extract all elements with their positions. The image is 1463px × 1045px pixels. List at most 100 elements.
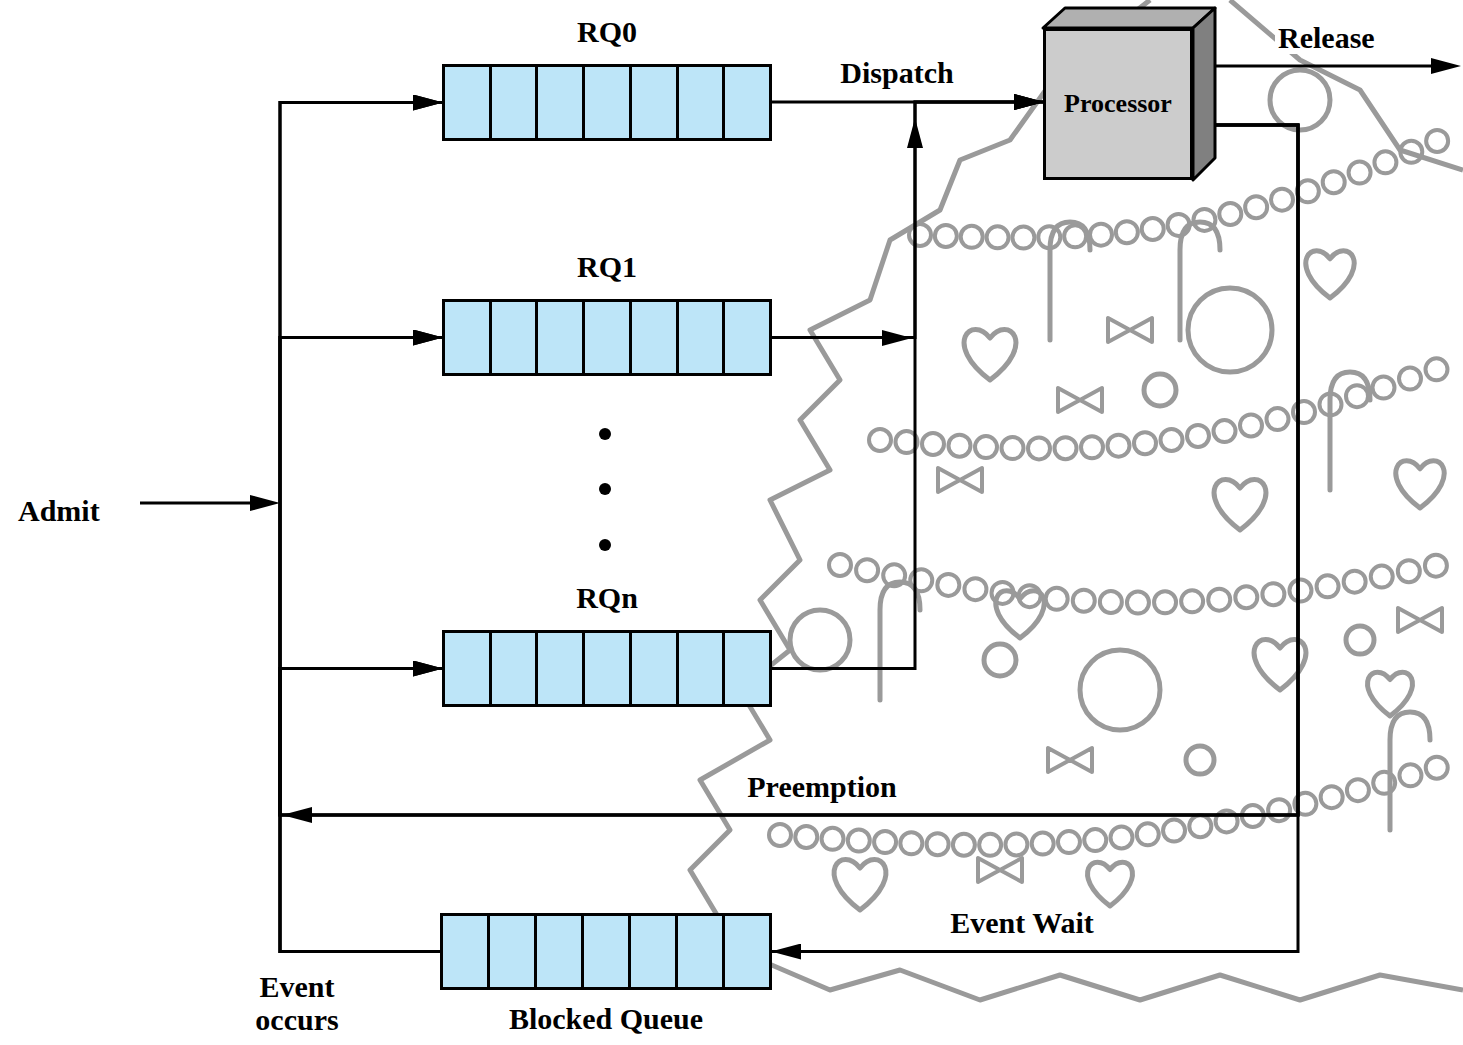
- free-label: Release: [1275, 21, 1378, 54]
- candy-cane: [1390, 712, 1430, 830]
- queue-cell: [675, 916, 722, 987]
- edge-label: Event Wait: [947, 906, 1097, 939]
- garland-bead: [1399, 764, 1421, 786]
- garland-bead: [1081, 436, 1103, 458]
- garland-bead: [1100, 591, 1122, 613]
- ornament: [1186, 746, 1214, 774]
- garland-bead: [979, 834, 1001, 856]
- edge-label: Event occurs: [234, 970, 360, 1036]
- queue-cell: [676, 302, 723, 373]
- free-label: Admit: [15, 494, 103, 527]
- candy-cane: [1050, 222, 1090, 340]
- queue-cell: [489, 67, 536, 138]
- heart-ornament: [1368, 672, 1413, 716]
- edge-label: Dispatch: [837, 56, 956, 89]
- garland-bead: [1046, 588, 1068, 610]
- garland-bead: [1344, 571, 1366, 593]
- garland-bead: [1297, 180, 1319, 202]
- garland-bead: [1219, 203, 1241, 225]
- garland-bead: [1426, 757, 1448, 779]
- garland-bead: [900, 832, 922, 854]
- bow-ornament: [1108, 318, 1152, 342]
- heart-ornament: [1214, 479, 1266, 530]
- queue-cell: [535, 633, 582, 704]
- queue-cell: [535, 67, 582, 138]
- garland-bead: [1084, 829, 1106, 851]
- candy-cane: [1180, 222, 1220, 340]
- garland-bead: [1321, 786, 1343, 808]
- queue-cell: [581, 916, 628, 987]
- queue-cell: [489, 302, 536, 373]
- release-line: [1207, 65, 1435, 68]
- garland-bead: [1142, 218, 1164, 240]
- queue-cell: [629, 633, 676, 704]
- garland-bead: [1134, 432, 1156, 454]
- garland-bead: [927, 833, 949, 855]
- garland-bead: [975, 436, 997, 458]
- garland-bead: [1108, 435, 1130, 457]
- garland-bead: [1346, 385, 1368, 407]
- connector-arrow: [772, 125, 1298, 952]
- garland-bead: [1262, 583, 1284, 605]
- garland-bead: [1012, 227, 1034, 249]
- garland-bead: [856, 559, 878, 581]
- heart-ornament: [996, 591, 1044, 638]
- garland-bead: [1426, 358, 1448, 380]
- processor-box: Processor: [1043, 28, 1193, 180]
- connector-arrow: [280, 103, 1298, 816]
- arrow-head: [250, 495, 280, 511]
- garland-bead: [1073, 590, 1095, 612]
- ornament: [1188, 288, 1272, 372]
- bow-ornament: [938, 468, 982, 492]
- garland-bead: [953, 834, 975, 856]
- queue-cell: [582, 67, 629, 138]
- connector-arrow: [772, 102, 1043, 338]
- queue-cell: [582, 302, 629, 373]
- queue-cell: [582, 633, 629, 704]
- admit-line: [140, 502, 252, 505]
- processor-top-face: [1043, 8, 1215, 28]
- garland-bead: [1349, 162, 1371, 184]
- arrow-head: [282, 807, 312, 823]
- heart-ornament: [834, 859, 886, 910]
- garland-bead: [1240, 414, 1262, 436]
- garland-bead: [869, 429, 891, 451]
- garland-bead: [1425, 555, 1447, 577]
- garland-bead: [1058, 831, 1080, 853]
- queue-cell: [443, 916, 487, 987]
- queue-cell: [722, 67, 769, 138]
- queue-cell: [445, 67, 489, 138]
- garland-bead: [795, 826, 817, 848]
- queue-box: Blocked Queue: [440, 913, 772, 990]
- tree-outline: [1230, 0, 1463, 170]
- connector-arrow: [280, 338, 442, 952]
- ellipsis-dot: [599, 428, 611, 440]
- queue-cell: [489, 633, 536, 704]
- garland-bead: [1116, 221, 1138, 243]
- bow-ornament: [1048, 748, 1092, 772]
- garland-bead: [874, 831, 896, 853]
- ornament: [1346, 626, 1374, 654]
- arrow-head: [882, 330, 912, 346]
- queue-cell: [722, 302, 769, 373]
- garland-bead: [1208, 589, 1230, 611]
- garland-bead: [1400, 141, 1422, 163]
- ornament: [790, 610, 850, 670]
- garland-bead: [1371, 566, 1393, 588]
- garland-bead: [1268, 799, 1290, 821]
- garland-bead: [1163, 820, 1185, 842]
- queue-cell: [445, 633, 489, 704]
- garland-bead: [1137, 823, 1159, 845]
- garland-bead: [1323, 171, 1345, 193]
- garland-bead: [922, 433, 944, 455]
- garland-bead: [1002, 437, 1024, 459]
- garland-bead: [1398, 560, 1420, 582]
- garland-bead: [1245, 196, 1267, 218]
- garland-bead: [964, 578, 986, 600]
- queue-label: RQn: [576, 581, 638, 614]
- connector-arrow: [280, 669, 442, 952]
- garland-bead: [987, 226, 1009, 248]
